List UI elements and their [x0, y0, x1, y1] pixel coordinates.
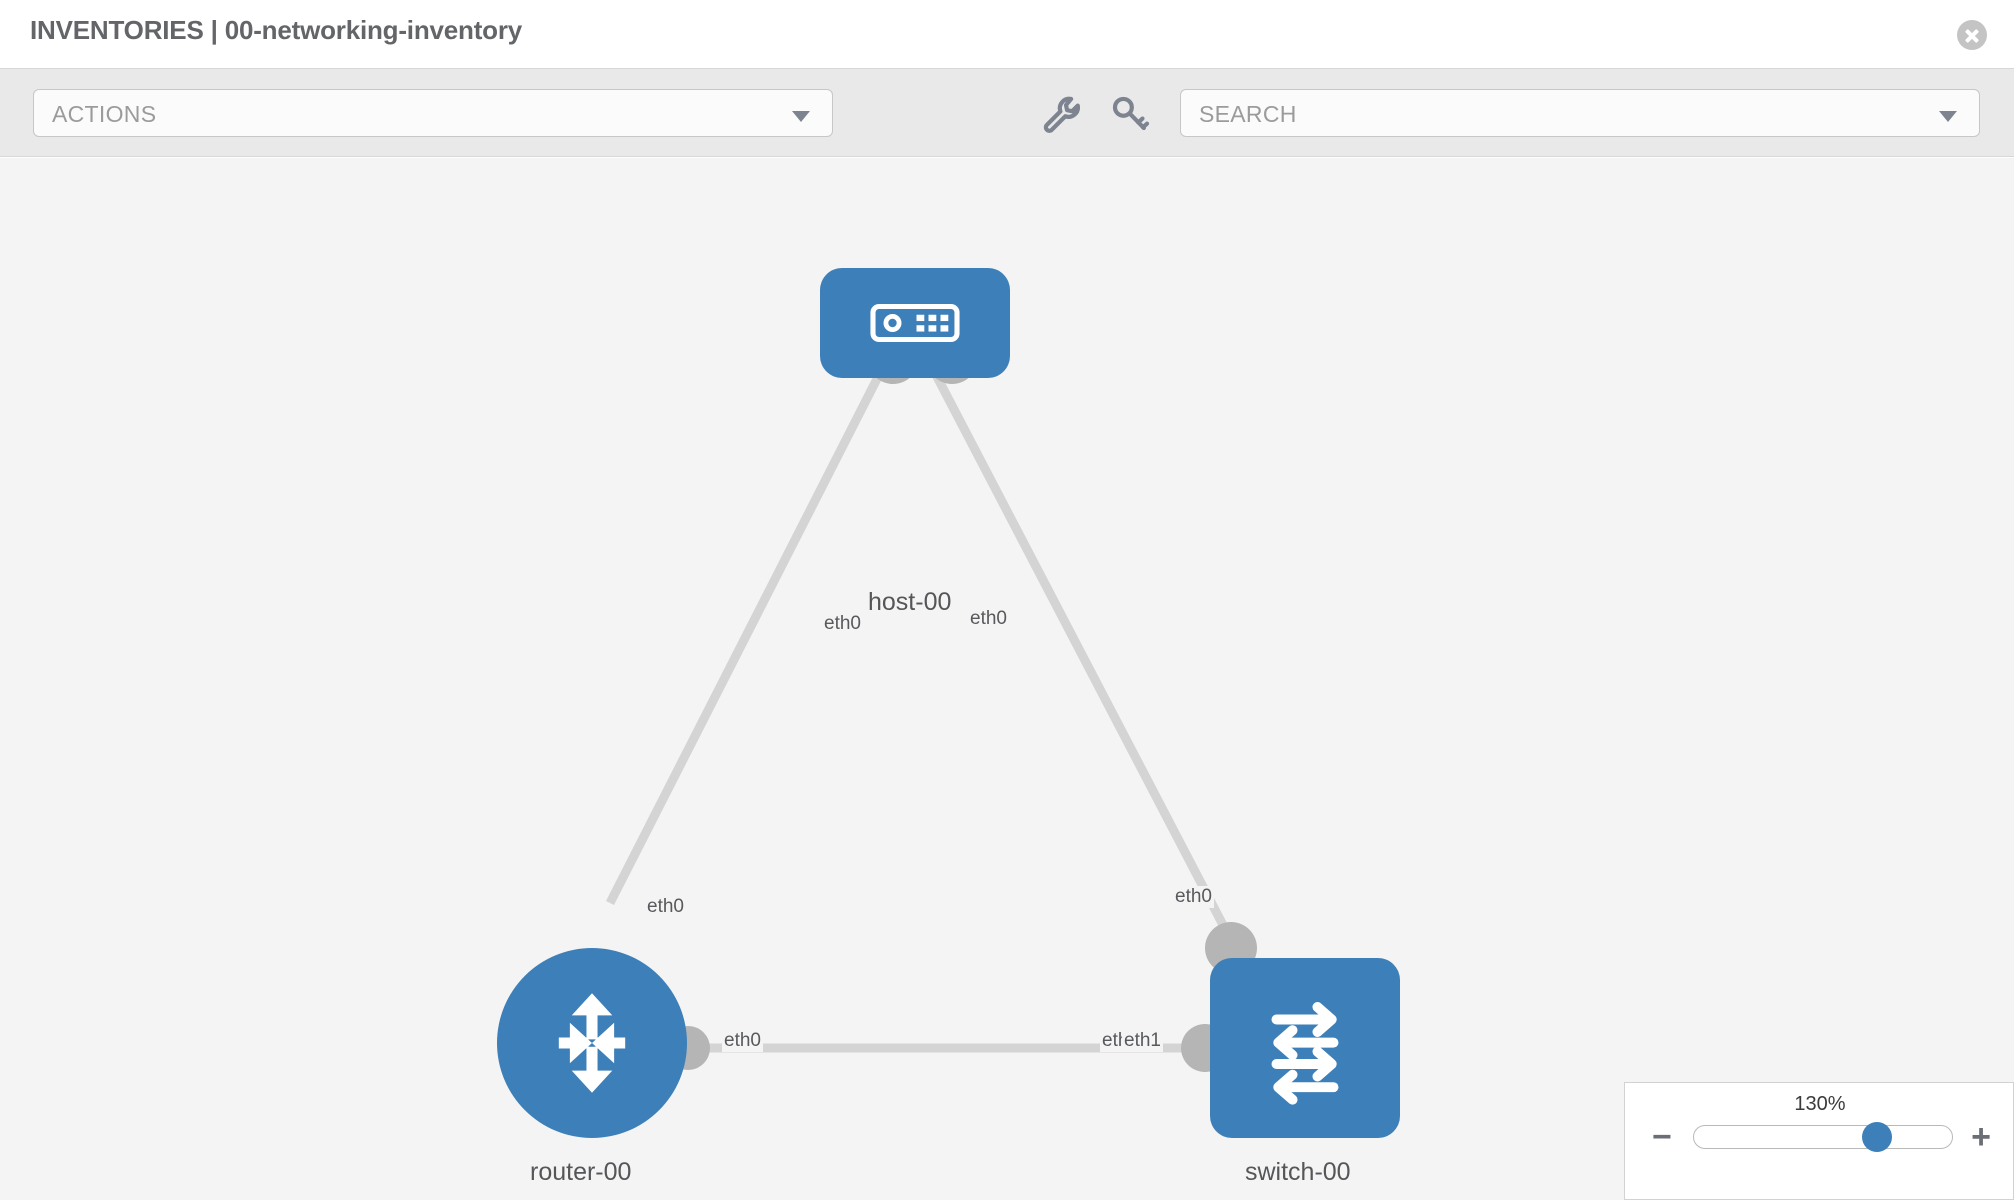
node-host-00-shape[interactable]	[820, 268, 1010, 378]
key-icon[interactable]	[1108, 93, 1150, 135]
router-arrows-icon	[558, 993, 626, 1093]
zoom-out-button[interactable]: −	[1652, 1118, 1672, 1156]
toolbar: ACTIONS SEARCH	[0, 68, 2014, 157]
iface-label-router-up: eth0	[645, 896, 686, 918]
zoom-control-panel[interactable]: 130% − +	[1624, 1082, 2014, 1200]
search-input[interactable]: SEARCH	[1180, 89, 1980, 137]
iface-label-switch-left: eth1	[1122, 1030, 1163, 1052]
switch-arrows-icon	[1271, 1002, 1339, 1105]
page-title: INVENTORIES | 00-networking-inventory	[30, 15, 523, 45]
zoom-in-button[interactable]: +	[1971, 1118, 1991, 1156]
actions-dropdown-label: ACTIONS	[52, 101, 157, 127]
chevron-down-icon	[792, 111, 810, 122]
iface-label-host-right: eth0	[968, 608, 1009, 630]
iface-label-switch-up: eth0	[1173, 886, 1214, 908]
iface-label-router-right: eth0	[722, 1030, 763, 1052]
node-host-00[interactable]	[820, 268, 1010, 378]
node-router-00-label: router-00	[528, 1158, 634, 1187]
node-router-00-shape[interactable]	[497, 948, 687, 1138]
zoom-slider-handle[interactable]	[1862, 1122, 1892, 1152]
node-switch-00-label: switch-00	[1243, 1158, 1353, 1187]
iface-label-host-left: eth0	[822, 613, 863, 635]
node-host-00-label: host-00	[866, 588, 954, 617]
link-host-switch[interactable]	[931, 370, 1239, 951]
topology-canvas[interactable]: host-00 router	[0, 158, 2014, 1200]
node-switch-00[interactable]	[1210, 958, 1400, 1138]
close-icon[interactable]	[1957, 20, 1987, 50]
zoom-slider-track[interactable]	[1693, 1122, 1953, 1152]
server-icon	[870, 303, 960, 343]
node-router-00[interactable]	[497, 948, 687, 1138]
actions-dropdown[interactable]: ACTIONS	[33, 89, 833, 137]
page-header: INVENTORIES | 00-networking-inventory	[0, 0, 2014, 68]
search-placeholder: SEARCH	[1199, 101, 1297, 127]
chevron-down-icon[interactable]	[1939, 111, 1957, 122]
zoom-level-value: 130%	[1794, 1093, 1846, 1115]
link-host-router[interactable]	[605, 370, 885, 906]
wrench-icon[interactable]	[1041, 93, 1083, 135]
node-switch-00-shape[interactable]	[1210, 958, 1400, 1138]
